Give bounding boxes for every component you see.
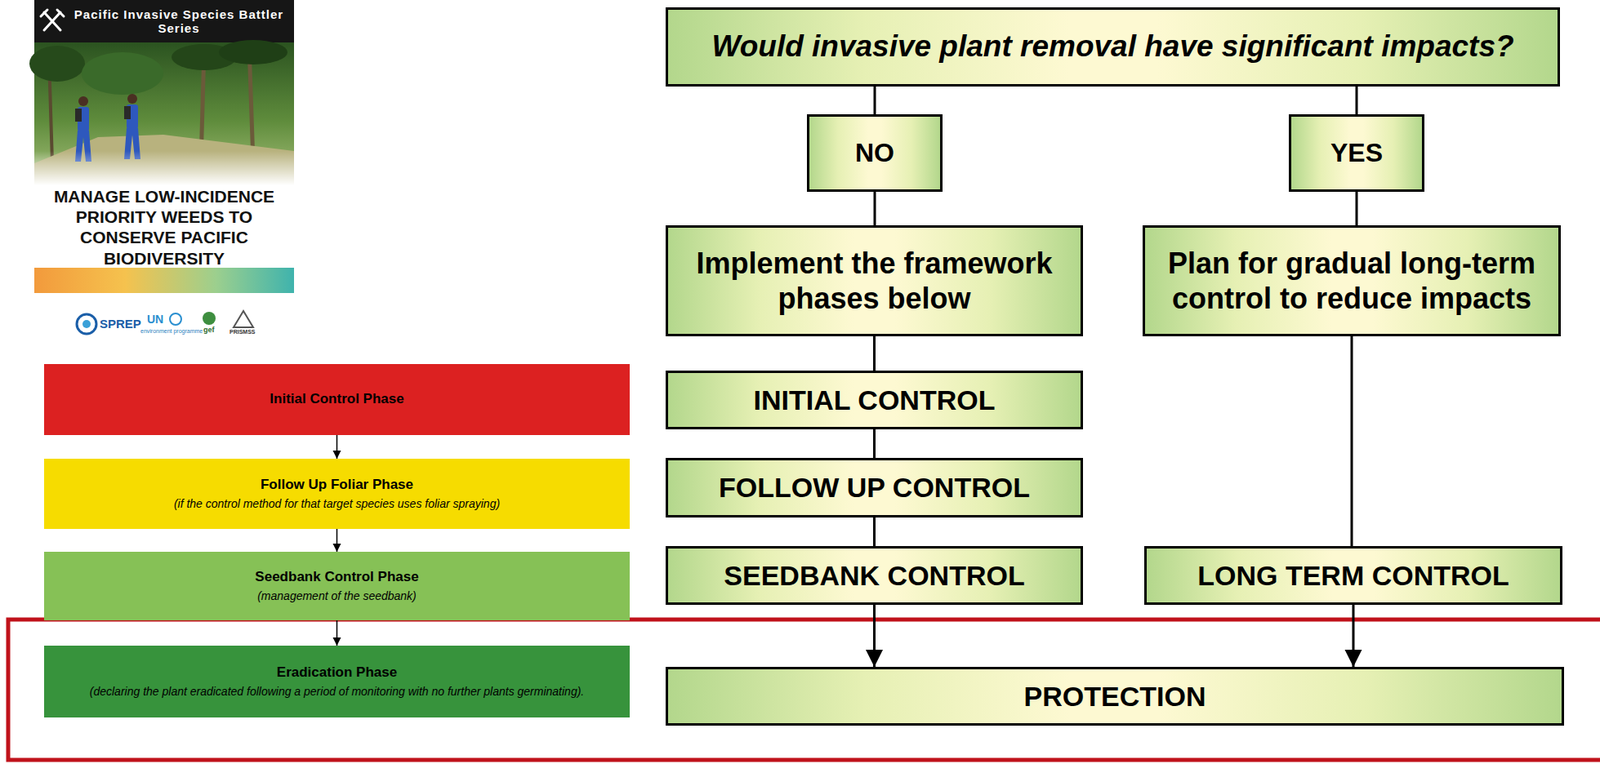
- decision-box: YES: [1288, 114, 1425, 192]
- node-text: Seedbank Control Phase: [53, 569, 620, 586]
- connector: [1352, 605, 1355, 668]
- cover-ground: [34, 134, 295, 186]
- connector: [873, 517, 876, 547]
- phase-band: Initial Control Phase: [44, 364, 630, 436]
- figure-head: [78, 96, 89, 107]
- cover-strip: [34, 267, 295, 294]
- node-subtext: MANAGE LOW-INCIDENCE PRIORITY WEEDS TO C…: [40, 186, 288, 269]
- cover-fade: [34, 151, 295, 186]
- connector: [1355, 86, 1359, 115]
- logo-label: PRISMSS: [229, 329, 256, 336]
- book-cover: Pacific Invasive Species Battler SeriesM…: [34, 0, 295, 294]
- connector: [336, 435, 339, 460]
- node-text: Plan for gradual long-term control to re…: [1154, 245, 1549, 317]
- logo-label: gef: [203, 326, 215, 335]
- process-box: Plan for gradual long-term control to re…: [1142, 225, 1561, 337]
- process-box: PROTECTION: [665, 667, 1565, 727]
- connector: [873, 605, 876, 668]
- connector: [873, 429, 876, 459]
- logo-label: SPREP: [99, 317, 142, 332]
- connector: [873, 336, 876, 371]
- node-subtext: (if the control method for that target s…: [53, 497, 620, 512]
- question-box: Would invasive plant removal have signif…: [665, 7, 1560, 87]
- connector: [1350, 336, 1354, 547]
- tools-icon: [40, 9, 64, 31]
- process-box: SEEDBANK CONTROL: [665, 546, 1084, 606]
- gef-logo: [202, 311, 216, 326]
- connector: [873, 191, 877, 226]
- node-text: SEEDBANK CONTROL: [677, 559, 1071, 593]
- figure-head: [127, 93, 138, 104]
- process-box: INITIAL CONTROL: [665, 370, 1084, 430]
- logo-label: environment programme: [140, 328, 203, 335]
- un-logo: [169, 313, 182, 326]
- sprep-logo: [76, 314, 97, 335]
- node-text: FOLLOW UP CONTROL: [677, 471, 1071, 505]
- tool-line: [57, 9, 64, 17]
- node-text: Would invasive plant removal have signif…: [677, 28, 1548, 65]
- tool-line: [44, 12, 61, 31]
- phase-band: Eradication Phase (declaring the plant er…: [44, 646, 630, 718]
- node-text: INITIAL CONTROL: [677, 383, 1071, 418]
- tree-crown: [29, 45, 85, 82]
- highlight-frame: [8, 619, 1600, 761]
- tool-line: [40, 9, 48, 17]
- process-box: FOLLOW UP CONTROL: [665, 458, 1084, 518]
- node-text: Eradication Phase: [53, 664, 620, 682]
- node-text: NO: [819, 137, 931, 169]
- prismss-logo: [233, 311, 254, 328]
- phase-band: Follow Up Foliar Phase (if the control me…: [44, 459, 630, 530]
- node-text: PROTECTION: [677, 680, 1552, 714]
- decision-box: NO: [806, 114, 943, 192]
- node-subtext: (management of the seedbank): [53, 589, 620, 604]
- tree-crown: [81, 52, 164, 95]
- connector: [873, 86, 877, 115]
- node-text: YES: [1301, 137, 1413, 169]
- connector: [336, 529, 339, 553]
- node-text: Follow Up Foliar Phase: [53, 476, 620, 494]
- logo-label: UN: [147, 313, 164, 326]
- cover-ground-white: [34, 185, 295, 268]
- connector: [1355, 191, 1359, 226]
- process-box: LONG TERM CONTROL: [1144, 546, 1563, 606]
- node-text: Pacific Invasive Species Battler Series: [70, 0, 288, 43]
- cover-banner: [34, 0, 295, 43]
- node-text: Initial Control Phase: [53, 391, 620, 408]
- cover-trees: [29, 40, 295, 186]
- tree-crown: [218, 40, 288, 65]
- process-box: Implement the framework phases below: [665, 225, 1084, 337]
- connector: [336, 620, 339, 647]
- tool-line: [44, 12, 61, 31]
- figure-pack: [124, 106, 131, 120]
- figure-pack: [75, 108, 82, 122]
- node-text: LONG TERM CONTROL: [1156, 559, 1551, 593]
- sprep-logo-dot: [82, 320, 91, 329]
- node-subtext: (declaring the plant eradicated followin…: [53, 685, 620, 700]
- node-text: Implement the framework phases below: [677, 245, 1071, 317]
- phase-band: Seedbank Control Phase (management of the…: [44, 552, 630, 621]
